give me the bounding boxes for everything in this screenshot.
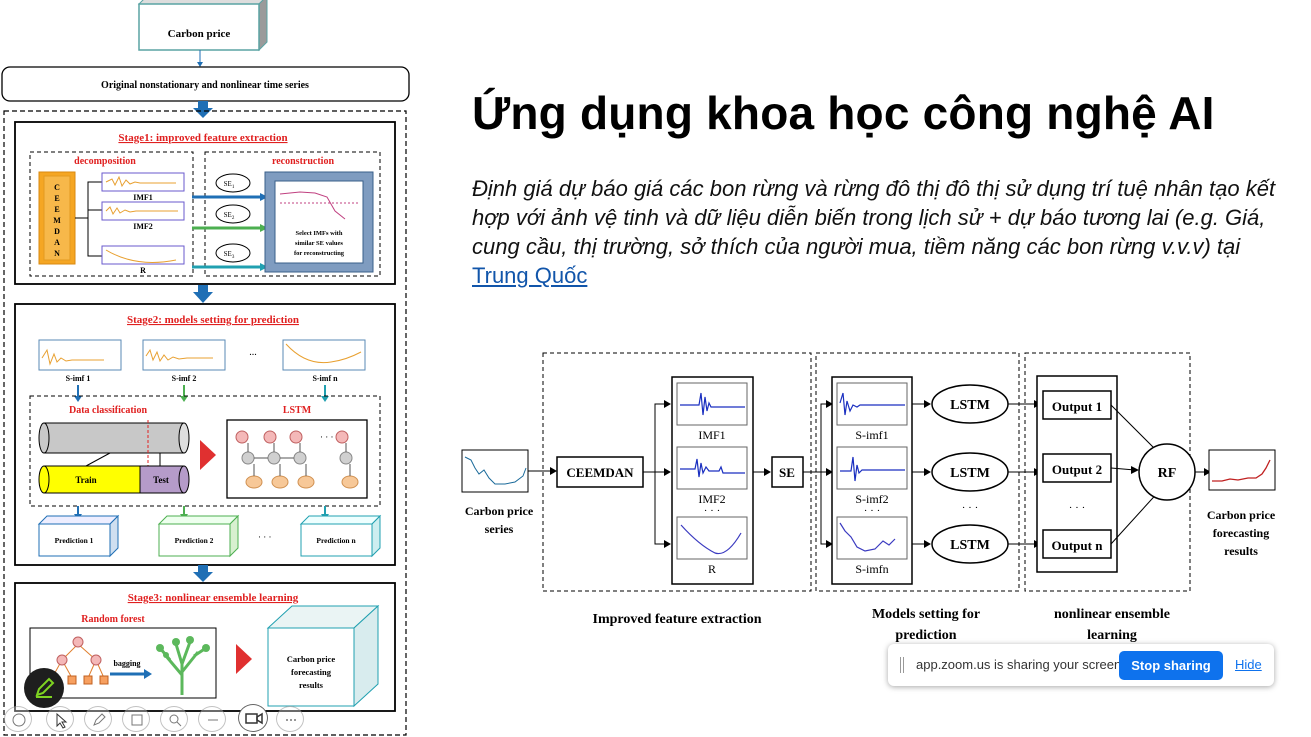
left-flowchart: Carbon price Original nonstationary and … xyxy=(0,0,415,737)
slide-body-text: Định giá dự báo giá các bon rừng và rừng… xyxy=(472,176,1276,259)
select-note-line: similar SE values xyxy=(295,240,343,247)
drag-handle[interactable] xyxy=(900,657,904,673)
lstm-node: LSTM xyxy=(950,466,990,481)
ceemdan-letter: E xyxy=(54,194,59,203)
dots-lstm: · · · xyxy=(962,502,979,514)
se1-label: SE1 xyxy=(224,180,235,190)
bagging-label: bagging xyxy=(113,659,140,668)
select-note-line: Select IMFs with xyxy=(296,230,343,237)
pencil-icon xyxy=(93,713,106,726)
simf2-right: S-imf2 xyxy=(855,492,888,506)
save-icon xyxy=(131,714,143,726)
imf1-label: IMF1 xyxy=(133,193,153,202)
dots-output: · · · xyxy=(1069,502,1086,514)
prediction2-label: Prediction 2 xyxy=(175,536,214,545)
stage2-title: Stage2: models setting for prediction xyxy=(127,314,299,326)
outputn-box: Output n xyxy=(1052,538,1104,553)
result-label-line: forecasting xyxy=(1213,526,1269,540)
decomposition-label: decomposition xyxy=(74,156,136,167)
train-label: Train xyxy=(75,475,96,485)
trung-quoc-link[interactable]: Trung Quốc xyxy=(472,263,588,288)
lstm-node: LSTM xyxy=(950,538,990,553)
imf2-right: IMF2 xyxy=(698,492,725,506)
random-forest-label: Random forest xyxy=(81,614,145,625)
cursor-tool[interactable] xyxy=(46,706,74,732)
simf1-right: S-imf1 xyxy=(855,428,888,442)
dots-simf: · · · xyxy=(864,505,881,517)
section1-caption: Improved feature extraction xyxy=(593,612,762,627)
predictionn-label: Prediction n xyxy=(316,536,356,545)
simf1-label: S-imf 1 xyxy=(66,374,91,383)
reconstruction-label: reconstruction xyxy=(272,156,334,167)
ceemdan-letter: C xyxy=(54,183,60,192)
ceemdan-letter: E xyxy=(54,205,59,214)
r-right: R xyxy=(708,562,716,576)
stage3-title: Stage3: nonlinear ensemble learning xyxy=(128,592,299,604)
stage1-title: Stage1: improved feature extraction xyxy=(118,132,287,144)
share-message: app.zoom.us is sharing your screen. xyxy=(916,657,1125,672)
slide-body: Định giá dự báo giá các bon rừng và rừng… xyxy=(472,174,1292,290)
ceemdan-letter: M xyxy=(53,216,61,225)
cursor-icon xyxy=(56,712,68,729)
svg-text:· · ·: · · · xyxy=(258,532,272,542)
prediction1-label: Prediction 1 xyxy=(55,536,94,545)
more-icon xyxy=(286,719,296,721)
spotlight-tool[interactable] xyxy=(160,706,188,732)
spotlight-icon xyxy=(169,714,182,727)
eraser-icon xyxy=(208,719,218,721)
select-icon xyxy=(12,713,26,727)
pen-icon xyxy=(35,677,55,698)
rf-node: RF xyxy=(1158,466,1177,481)
result-label-line: Carbon price xyxy=(1207,508,1276,522)
data-classification-label: Data classification xyxy=(69,405,147,416)
section2-caption: Models setting for xyxy=(872,607,980,622)
ceemdan-letter: D xyxy=(54,227,60,236)
more-tool[interactable] xyxy=(276,706,304,732)
stop-sharing-button[interactable]: Stop sharing xyxy=(1119,651,1223,680)
lstm-node: LSTM xyxy=(950,398,990,413)
ceemdan-letter: N xyxy=(54,249,60,258)
slide-title: Ứng dụng khoa học công nghệ AI xyxy=(472,87,1215,139)
result-label-line: results xyxy=(1224,544,1258,558)
simf2-label: S-imf 2 xyxy=(172,374,197,383)
section2-caption: prediction xyxy=(895,628,956,643)
screen-share-bar: app.zoom.us is sharing your screen. Stop… xyxy=(888,644,1274,686)
imf1-right: IMF1 xyxy=(698,428,725,442)
se-box: SE xyxy=(779,465,795,480)
section3-caption: learning xyxy=(1087,628,1137,643)
input-label-line: Carbon price xyxy=(465,504,534,518)
eraser-tool[interactable] xyxy=(198,706,226,732)
se2-label: SE2 xyxy=(224,211,235,221)
ceemdan-letter: A xyxy=(54,238,60,247)
output2-box: Output 2 xyxy=(1052,462,1102,477)
select-tool[interactable] xyxy=(4,706,32,732)
simfn-label: S-imf n xyxy=(312,374,338,383)
ceemdan-box: CEEMDAN xyxy=(566,465,634,480)
pencil-tool[interactable] xyxy=(84,706,112,732)
svg-text:· · ·: · · · xyxy=(320,432,334,442)
ellipsis: ... xyxy=(249,347,257,358)
simfn-right: S-imfn xyxy=(855,562,888,576)
test-label: Test xyxy=(153,475,169,485)
input-label-line: series xyxy=(485,522,514,536)
lstm-label-left: LSTM xyxy=(283,405,312,416)
output1-box: Output 1 xyxy=(1052,399,1102,414)
select-note-line: for reconstructing xyxy=(294,250,345,257)
r-label: R xyxy=(140,266,146,275)
hide-link[interactable]: Hide xyxy=(1235,657,1262,672)
save-tool[interactable] xyxy=(122,706,150,732)
carbon-price-box: Carbon price xyxy=(168,28,231,40)
stage3-result-line: forecasting xyxy=(291,667,332,677)
section3-caption: nonlinear ensemble xyxy=(1054,607,1170,622)
se3-label: SE3 xyxy=(224,250,235,260)
camera-icon xyxy=(245,712,263,725)
stage3-result-line: Carbon price xyxy=(287,654,336,664)
camera-tool[interactable] xyxy=(238,704,268,732)
series-box: Original nonstationary and nonlinear tim… xyxy=(101,80,309,91)
dots-imf: · · · xyxy=(704,505,721,517)
imf2-label: IMF2 xyxy=(133,222,153,231)
right-flowchart: Carbon price series CEEMDAN IMF1 IMF2 · … xyxy=(455,345,1295,650)
annotate-pen-button[interactable] xyxy=(24,668,64,708)
stage3-result-line: results xyxy=(299,680,324,690)
